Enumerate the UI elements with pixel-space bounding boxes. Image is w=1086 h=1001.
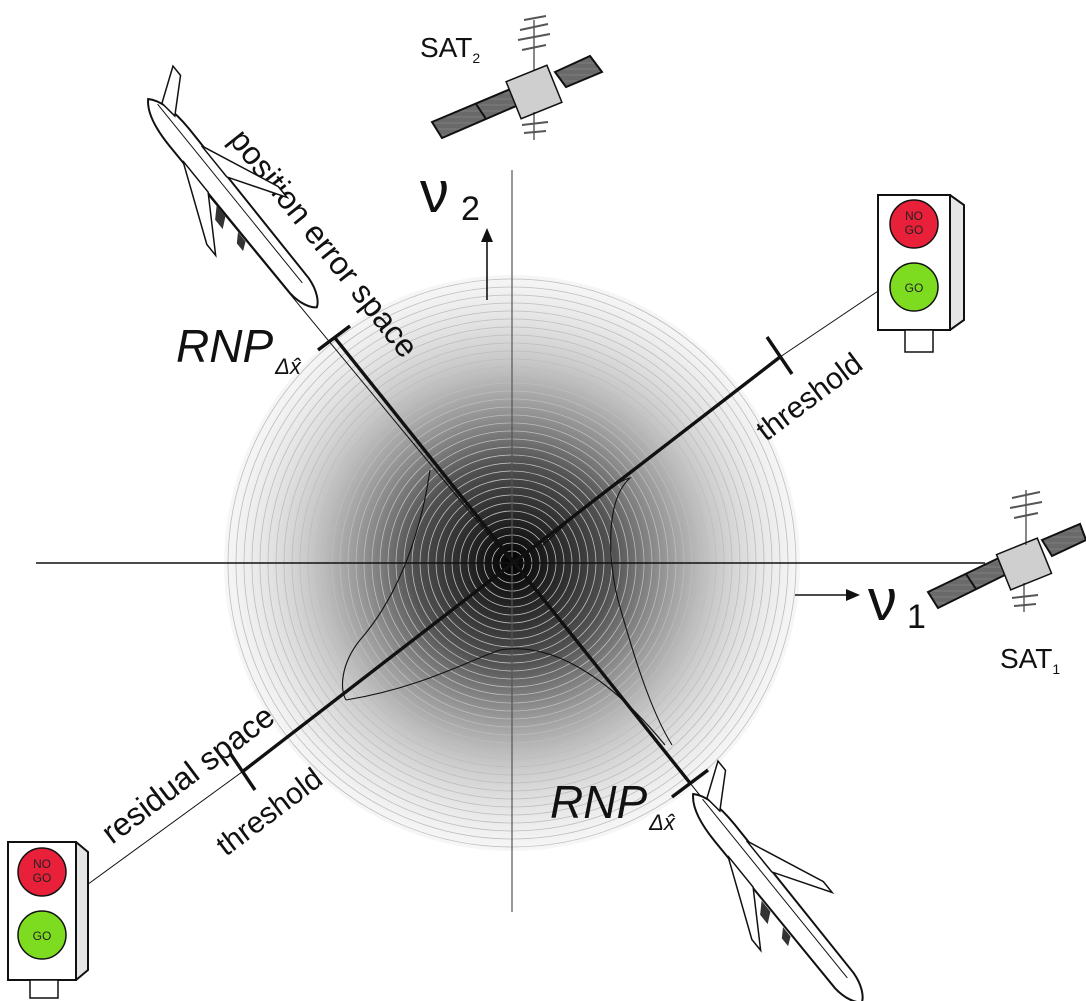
airplane-lower xyxy=(692,759,864,1001)
threshold-tick-upper xyxy=(765,336,794,375)
airplane-icon xyxy=(147,64,319,309)
go-light xyxy=(889,262,939,312)
go-light xyxy=(17,910,67,960)
svg-text:GO: GO xyxy=(33,929,52,943)
svg-text:GO: GO xyxy=(905,223,924,237)
density-curve-right xyxy=(539,477,673,746)
residual-line-thin-lower xyxy=(79,771,243,891)
rnp-label-upper: RNPΔx̂ xyxy=(176,320,302,379)
svg-text:NO: NO xyxy=(905,209,923,223)
airplane-icon xyxy=(692,759,864,1001)
satellite-1: SAT1 xyxy=(926,490,1086,677)
rnp-tick-upper xyxy=(316,324,352,352)
rnp-tick-lower xyxy=(670,768,710,799)
density-curve-bottom xyxy=(345,648,666,746)
v2-arrow xyxy=(481,228,493,300)
traffic-light-lower: NO GO GO xyxy=(7,841,89,999)
v1-arrow xyxy=(795,589,860,601)
position-error-line-thick xyxy=(333,336,692,785)
residual-line-thin-upper xyxy=(779,282,891,358)
no-go-light xyxy=(889,199,939,249)
traffic-light-upper: NO GO GO xyxy=(877,194,965,353)
threshold-label-upper: threshold xyxy=(750,347,868,448)
satellite-icon xyxy=(926,490,1086,612)
no-go-light xyxy=(17,847,67,897)
airplane-upper xyxy=(147,64,319,309)
sat2-label: SAT2 xyxy=(420,32,480,66)
svg-text:NO: NO xyxy=(33,857,51,871)
threshold-tick-lower xyxy=(228,752,257,791)
satellite-2: SAT2 xyxy=(420,15,604,140)
threshold-label-lower: threshold xyxy=(210,762,328,863)
svg-text:GO: GO xyxy=(905,281,924,295)
svg-text:GO: GO xyxy=(33,871,52,885)
density-curve-left xyxy=(341,469,431,701)
satellite-icon xyxy=(430,15,604,140)
rnp-label-lower: RNPΔx̂ xyxy=(550,776,676,835)
residual-line-thick xyxy=(240,355,782,774)
sat1-label: SAT1 xyxy=(1000,643,1060,677)
